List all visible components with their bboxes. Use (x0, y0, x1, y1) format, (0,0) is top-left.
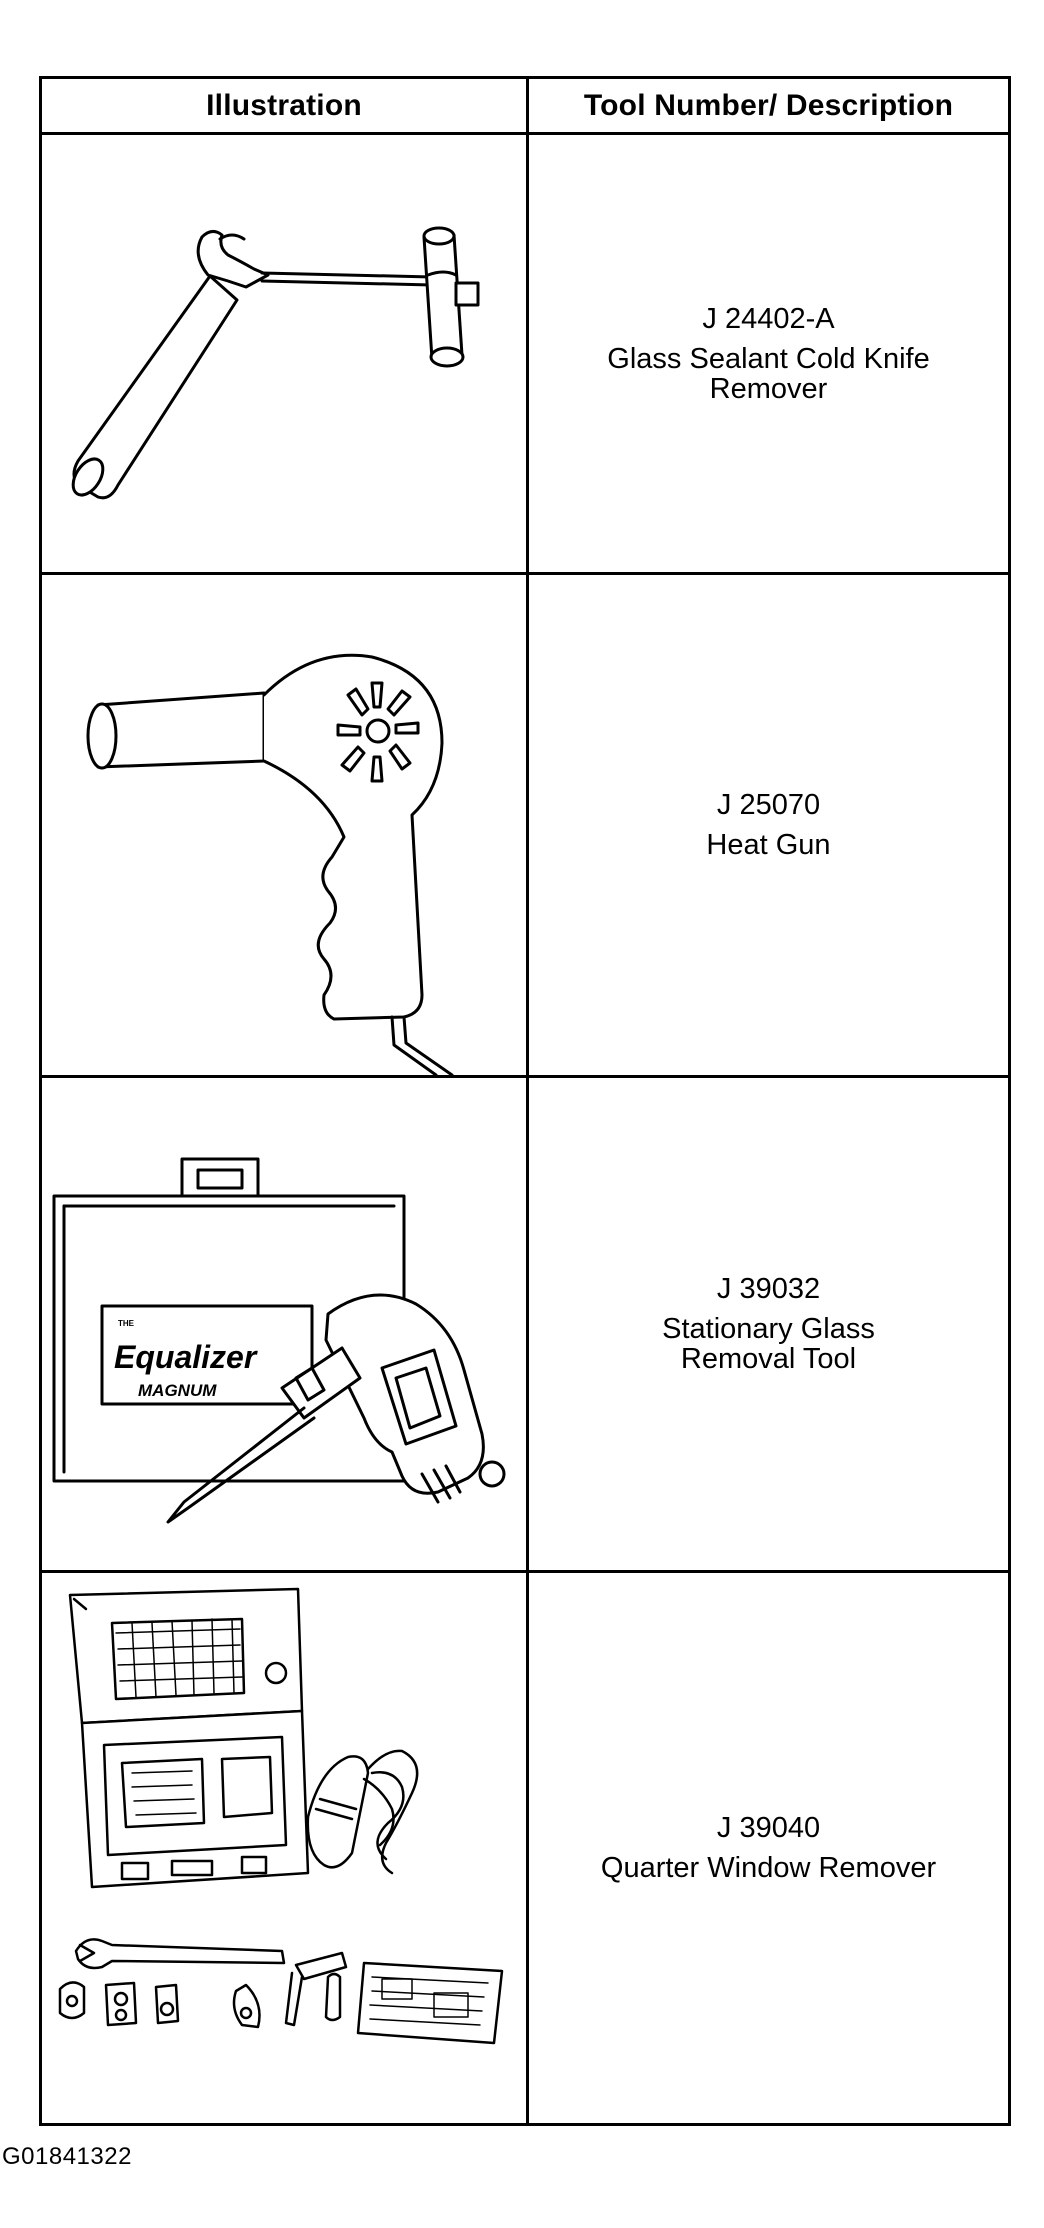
header-tool-description: Tool Number/ Description (583, 88, 954, 122)
special-tools-table: Illustration Tool Number/ Description (39, 76, 1011, 2126)
tool-name: Heat Gun (706, 829, 831, 861)
label-model-text: MAGNUM (138, 1381, 217, 1400)
tool-number: J 25070 (716, 789, 821, 821)
table-row: THE Equalizer MAGNUM J 39032 Stationary … (42, 1078, 1008, 1573)
header-illustration: Illustration (206, 88, 362, 122)
table-row: J 25070 Heat Gun (42, 575, 1008, 1078)
tool-name: Stationary Glass Removal Tool (662, 1313, 875, 1375)
tool-description-cell: J 24402-A Glass Sealant Cold Knife Remov… (529, 135, 1008, 572)
tool-number: J 24402-A (702, 302, 835, 335)
tool-number: J 39032 (716, 1273, 821, 1305)
heat-gun-icon (42, 575, 526, 1075)
label-brand-text: Equalizer (114, 1339, 258, 1375)
table-row: J 24402-A Glass Sealant Cold Knife Remov… (42, 135, 1008, 575)
tool-number: J 39040 (716, 1812, 821, 1844)
tool-description-cell: J 39032 Stationary Glass Removal Tool (529, 1078, 1008, 1570)
table-row: J 39040 Quarter Window Remover (42, 1573, 1008, 2123)
quarter-window-kit-icon (42, 1573, 526, 2123)
tool-description-cell: J 25070 Heat Gun (529, 575, 1008, 1075)
column-divider (526, 79, 529, 2123)
label-small-text: THE (118, 1319, 135, 1328)
tool-description-cell: J 39040 Quarter Window Remover (529, 1573, 1008, 2123)
table-header: Illustration Tool Number/ Description (42, 79, 1008, 135)
equalizer-case-icon: THE Equalizer MAGNUM (42, 1078, 526, 1570)
tool-name: Quarter Window Remover (600, 1852, 937, 1884)
figure-id: G01841322 (2, 2143, 132, 2170)
cold-knife-remover-icon (42, 135, 526, 572)
tool-name: Glass Sealant Cold Knife Remover (607, 342, 930, 405)
